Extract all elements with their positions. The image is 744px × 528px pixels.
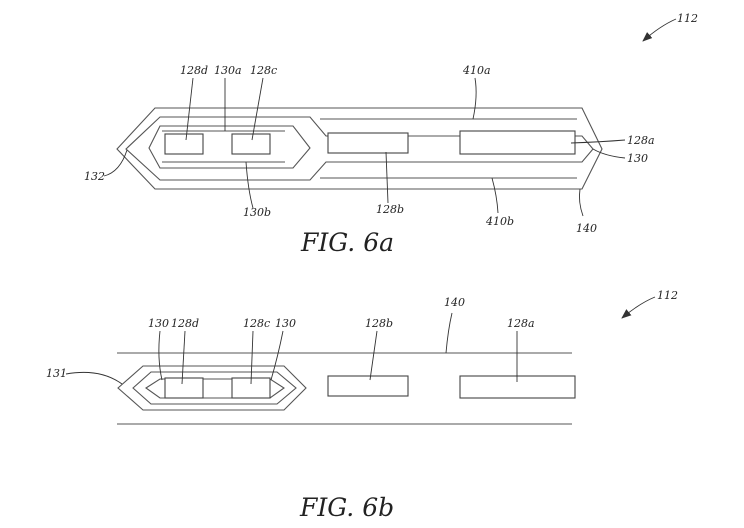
leader-128c-6b [250, 330, 254, 385]
label-128a-6b: 128a [507, 317, 535, 330]
label-410a: 410a [462, 64, 491, 77]
label-130-right: 130 [275, 317, 296, 330]
block-128a [459, 130, 576, 155]
figure-6b: 112 140 130 128d 128c 130 128b 128a 131 … [46, 289, 678, 522]
label-128a-6a: 128a [627, 134, 655, 147]
leader-128d [185, 77, 194, 141]
label-112-6b: 112 [657, 289, 678, 302]
capsule-131-inner [132, 371, 297, 405]
leader-130b [245, 161, 254, 209]
label-131: 131 [46, 367, 67, 380]
label-130-6a: 130 [627, 152, 648, 165]
leader-132 [103, 149, 128, 177]
sheath-130-6b [145, 378, 285, 399]
leader-128a [570, 139, 626, 144]
label-128c-6a: 128c [250, 64, 277, 77]
leader-112-6b [621, 296, 656, 319]
label-132: 132 [84, 170, 105, 183]
label-140-6a: 140 [576, 222, 597, 235]
label-128d-6a: 128d [180, 64, 208, 77]
label-128b-6a: 128b [376, 203, 404, 216]
leader-140-6a [578, 188, 584, 217]
block-128a-6b [459, 375, 576, 399]
block-128d [164, 133, 204, 155]
leader-128b-6b [369, 330, 378, 381]
label-130b: 130b [243, 206, 271, 219]
label-130-left: 130 [148, 317, 169, 330]
capsule-131 [117, 365, 307, 411]
label-130a: 130a [214, 64, 242, 77]
leader-130 [592, 148, 626, 159]
leader-128b [385, 151, 389, 204]
leader-128d-6b [181, 330, 186, 385]
compartment-130a-130b [148, 125, 311, 169]
leader-410a [472, 77, 477, 120]
leader-112-6a [642, 18, 677, 42]
block-128b-6b [327, 375, 409, 397]
label-410b: 410b [485, 215, 514, 228]
block-128b [327, 132, 409, 154]
figure-6a: 112 128d 130a 128c 410a 128a 130 132 130… [84, 12, 698, 257]
leader-410b [491, 177, 499, 214]
block-128c [231, 133, 271, 155]
leader-128c [251, 77, 264, 141]
device-outline-140 [116, 107, 603, 190]
label-128d-6b: 128d [171, 317, 199, 330]
block-128d-6b [164, 377, 204, 399]
leader-140-6b [445, 312, 453, 354]
caption-fig-6b: FIG. 6b [299, 493, 394, 522]
label-112-6a: 112 [677, 12, 698, 25]
leader-131 [65, 371, 123, 385]
leader-130-left [158, 330, 163, 381]
label-128c-6b: 128c [243, 317, 270, 330]
leader-130-right [270, 330, 284, 381]
label-128b-6b: 128b [365, 317, 393, 330]
caption-fig-6a: FIG. 6a [300, 228, 394, 257]
label-140-6b: 140 [444, 296, 465, 309]
